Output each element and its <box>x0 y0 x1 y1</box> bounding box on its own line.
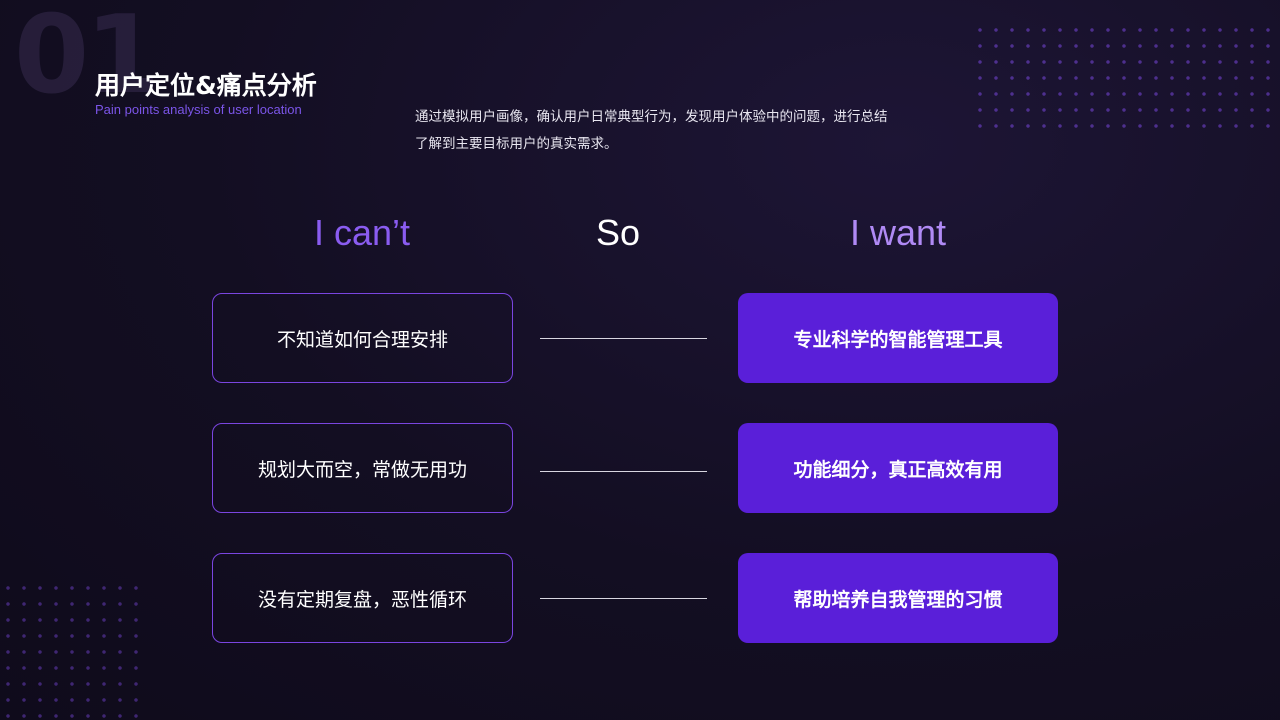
column-heading-cant: I can’t <box>313 212 411 253</box>
solution-card: 功能细分，真正高效有用 <box>738 423 1058 513</box>
pain-point-card: 规划大而空，常做无用功 <box>212 423 513 513</box>
column-heading-so: So <box>595 212 641 253</box>
pain-point-card: 没有定期复盘，恶性循环 <box>212 553 513 643</box>
solution-card: 专业科学的智能管理工具 <box>738 293 1058 383</box>
solution-card: 帮助培养自我管理的习惯 <box>738 553 1058 643</box>
page-subtitle: Pain points analysis of user location <box>95 102 302 117</box>
dot-pattern-top-right <box>972 22 1280 140</box>
connector-line <box>540 471 707 472</box>
connector-line <box>540 598 707 599</box>
pain-point-card: 不知道如何合理安排 <box>212 293 513 383</box>
description: 通过模拟用户画像，确认用户日常典型行为，发现用户体验中的问题，进行总结 了解到主… <box>415 104 975 158</box>
connector-line <box>540 338 707 339</box>
column-heading-want: I want <box>849 212 947 253</box>
description-line: 通过模拟用户画像，确认用户日常典型行为，发现用户体验中的问题，进行总结 <box>415 109 888 125</box>
dot-pattern-bottom-left <box>0 580 140 720</box>
page-title: 用户定位&痛点分析 <box>95 71 317 100</box>
description-line: 了解到主要目标用户的真实需求。 <box>415 136 618 152</box>
section-number: 01 <box>14 0 160 118</box>
